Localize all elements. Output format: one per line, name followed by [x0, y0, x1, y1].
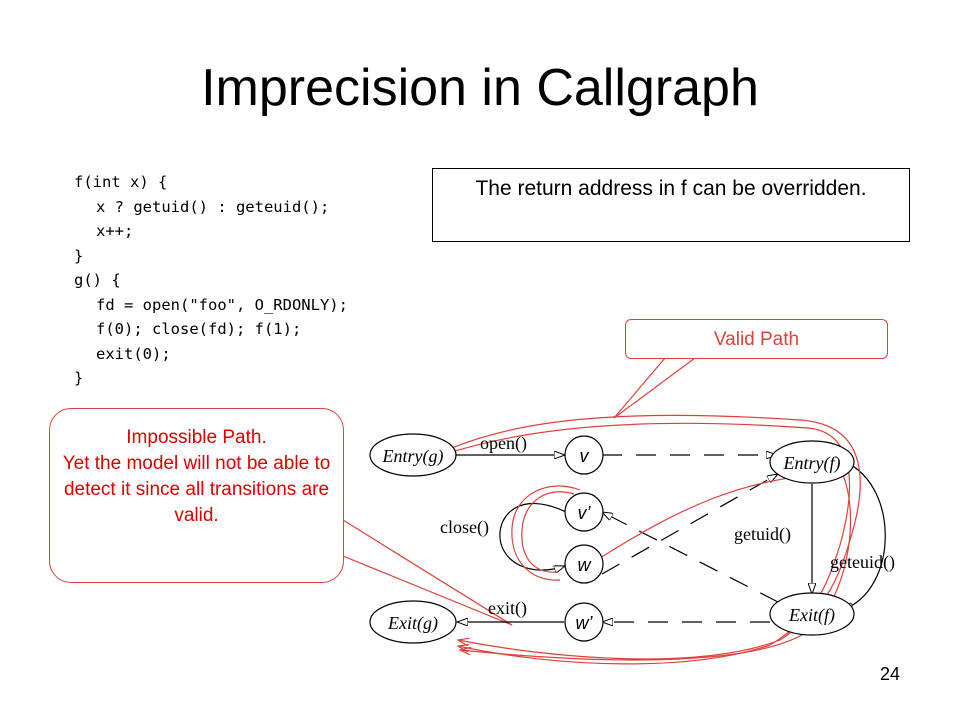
label-exit-g: Exit(g)	[387, 613, 438, 634]
node-entry-f	[769, 440, 855, 484]
impossible-path-pointer	[342, 555, 513, 626]
valid-path-callout: Valid Path	[625, 319, 888, 359]
label-entry-f: Entry(f)	[783, 453, 841, 474]
code-line: }	[74, 369, 84, 387]
node-exit-f	[769, 592, 855, 636]
code-listing: f(int x) { x ? getuid() : geteuid(); x++…	[74, 170, 348, 391]
code-line: g() {	[74, 271, 121, 289]
code-line: f(0); close(fd); f(1);	[96, 320, 302, 338]
node-exit-g	[369, 600, 457, 644]
label-exit-f: Exit(f)	[788, 605, 835, 626]
label-geteuid: geteuid()	[830, 552, 895, 573]
code-line: }	[74, 246, 84, 265]
impossible-path-pointer	[342, 519, 513, 626]
label-w-prime: w’	[576, 613, 594, 633]
label-open: open()	[480, 433, 527, 454]
impossible-path-curve	[460, 471, 852, 661]
code-line: fd = open("foo", O_RDONLY);	[96, 295, 348, 314]
node-w-prime	[564, 602, 604, 642]
return-address-callout: The return address in f can be overridde…	[432, 168, 910, 242]
code-line: x++;	[96, 222, 134, 240]
impossible-path-loop	[521, 491, 575, 573]
label-getuid: getuid()	[734, 524, 791, 545]
code-line: f(int x) {	[74, 173, 168, 191]
label-v-prime: v’	[578, 503, 592, 523]
edge-geteuid	[839, 459, 886, 610]
label-v: v	[580, 446, 590, 466]
impossible-path-text: Yet the model will not be able to detect…	[62, 453, 331, 526]
slide-title: Imprecision in Callgraph	[201, 59, 759, 117]
node-v-prime	[564, 492, 604, 532]
valid-path-curve	[451, 422, 850, 665]
code-line: exit(0);	[96, 344, 171, 363]
label-entry-g: Entry(g)	[382, 446, 444, 467]
label-w: w	[578, 555, 592, 575]
valid-path-pointer	[613, 357, 696, 419]
impossible-path-callout: Impossible Path. Yet the model will not …	[49, 408, 344, 583]
page-number: 24	[880, 664, 901, 684]
node-w	[564, 544, 604, 584]
node-entry-g	[369, 433, 457, 477]
node-v	[564, 435, 604, 475]
edge-close	[499, 502, 566, 570]
impossible-path-title: Impossible Path.	[126, 427, 267, 448]
valid-path-pointer	[613, 357, 666, 419]
code-line: x ? getuid() : geteuid();	[96, 197, 330, 216]
label-close: close()	[440, 517, 489, 538]
label-exit: exit()	[488, 598, 527, 619]
impossible-path-loop	[511, 485, 581, 581]
